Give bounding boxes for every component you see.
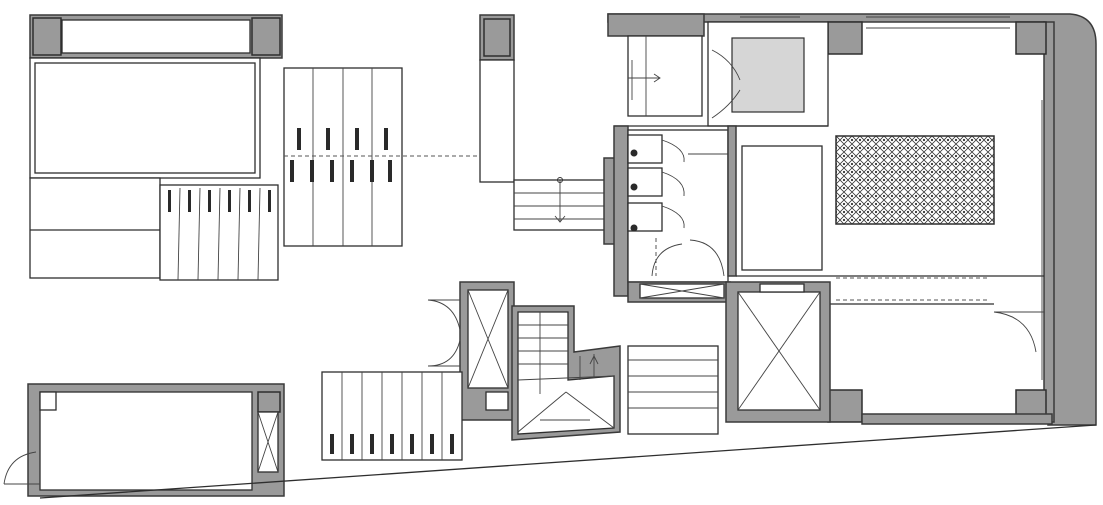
site-boundary: [39, 424, 1097, 499]
bike-marks-large: [290, 128, 392, 182]
bottom-left-building: [3, 383, 285, 497]
parking-stalls-large: [283, 67, 480, 247]
parking-stalls-small: [159, 184, 279, 281]
parking-stalls-lower: [321, 371, 463, 461]
bridge-stairs: [513, 157, 617, 245]
main-unit: [607, 13, 1097, 426]
bike-marks-lower: [330, 434, 454, 454]
column-wall-segment: [479, 14, 515, 183]
bike-marks-small: [168, 190, 271, 212]
top-left-building: [29, 14, 283, 279]
lower-core: [427, 281, 719, 441]
